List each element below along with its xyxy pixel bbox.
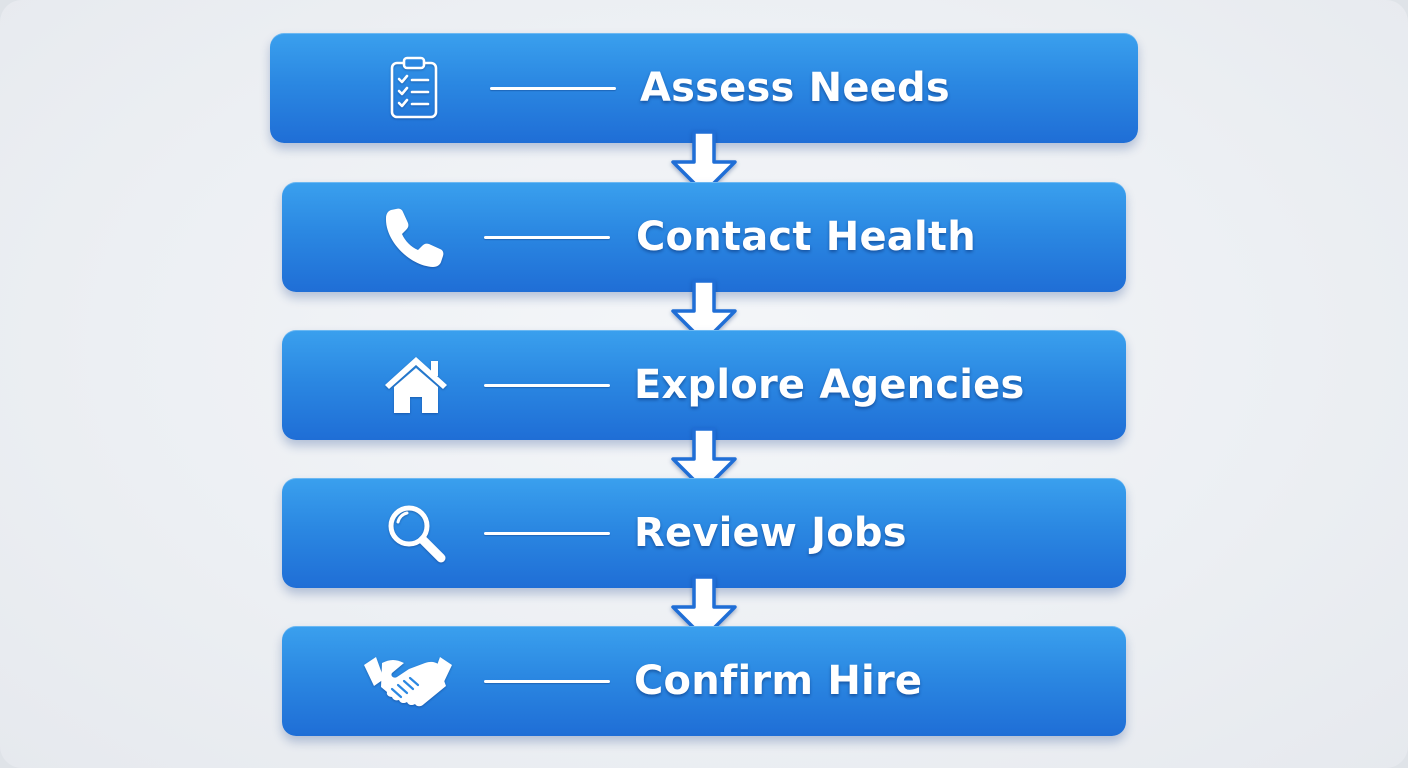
- arrow-down-1: [669, 130, 739, 196]
- step-assess-needs: Assess Needs: [270, 33, 1138, 143]
- arrow-down-3: [669, 427, 739, 493]
- handshake-icon: [360, 645, 456, 717]
- connector-line: [484, 236, 610, 239]
- arrow-down-4: [669, 575, 739, 641]
- connector-line: [484, 532, 610, 535]
- step-review-jobs: Review Jobs: [282, 478, 1126, 588]
- arrow-down-2: [669, 279, 739, 345]
- connector-line: [484, 680, 610, 683]
- arrow-down-icon: [671, 130, 737, 195]
- step-contact-health: Contact Health: [282, 182, 1126, 292]
- step-label: Review Jobs: [634, 510, 907, 556]
- house-icon: [380, 349, 452, 421]
- arrow-down-icon: [671, 279, 737, 344]
- arrow-down-icon: [671, 575, 737, 640]
- step-explore-agencies: Explore Agencies: [282, 330, 1126, 440]
- clipboard-checklist-icon: [378, 52, 450, 124]
- step-confirm-hire: Confirm Hire: [282, 626, 1126, 736]
- phone-icon: [378, 201, 450, 273]
- connector-line: [484, 384, 610, 387]
- arrow-down-icon: [671, 427, 737, 492]
- step-label: Contact Health: [636, 214, 976, 260]
- magnifier-icon: [380, 497, 452, 569]
- connector-line: [490, 87, 616, 90]
- step-label: Assess Needs: [640, 65, 950, 111]
- step-label: Explore Agencies: [634, 362, 1025, 408]
- step-label: Confirm Hire: [634, 658, 923, 704]
